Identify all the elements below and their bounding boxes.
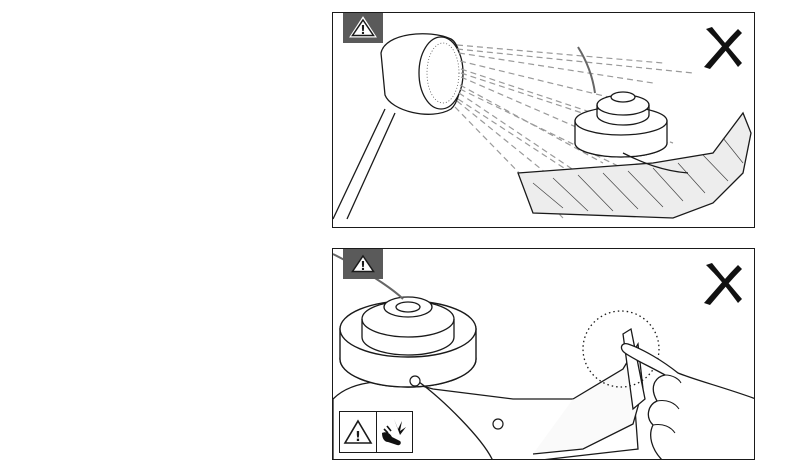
svg-text:!: ! xyxy=(360,259,365,273)
illustration-panel-spray: ! xyxy=(332,12,755,228)
highlight-circle xyxy=(582,310,660,388)
trimmer-head xyxy=(333,253,493,459)
svg-text:!: ! xyxy=(360,23,365,37)
trimmer-head xyxy=(574,46,689,174)
hand-cut-hazard-icon xyxy=(382,419,407,446)
cross-mark-icon xyxy=(704,27,742,69)
svg-text:!: ! xyxy=(355,430,361,445)
hazard-label: ! xyxy=(339,411,413,453)
cross-mark-icon xyxy=(704,263,742,305)
shower-head xyxy=(380,33,464,115)
warning-triangle-icon: ! xyxy=(351,254,375,273)
spray-illustration xyxy=(333,33,752,220)
warning-triangle-icon: ! xyxy=(349,16,377,38)
warning-badge: ! xyxy=(343,13,383,43)
illustration-panel-blade: ! ! xyxy=(332,248,755,460)
warning-triangle-icon: ! xyxy=(343,419,373,445)
pointing-hand xyxy=(620,343,754,459)
warning-badge: ! xyxy=(343,249,383,279)
